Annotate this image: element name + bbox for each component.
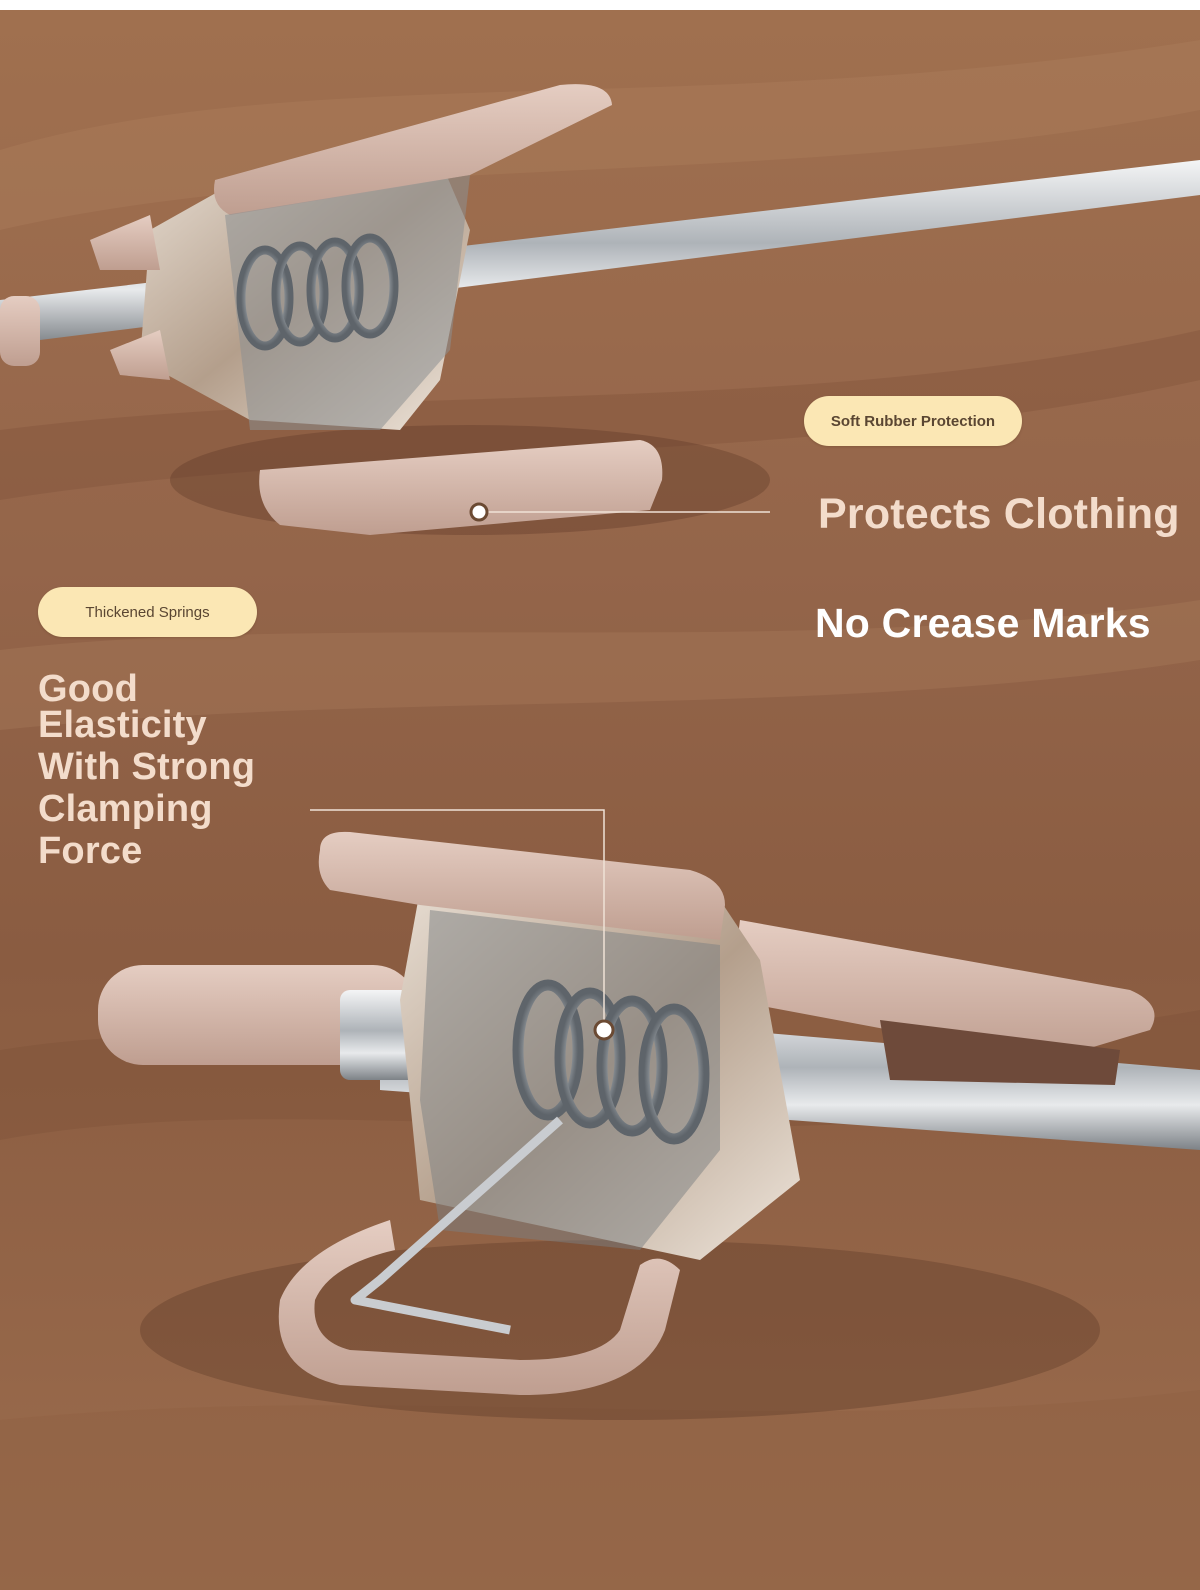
no-crease-marks-headline: No Crease Marks [815,600,1151,646]
protects-clothing-headline: Protects Clothing [818,490,1180,538]
good-elasticity-line: With Strong [38,746,256,788]
good-elasticity-headline: Good Elasticity With Strong Clamping For… [38,668,298,872]
good-elasticity-line: Clamping [38,788,213,830]
thickened-springs-label: Thickened Springs [38,587,257,637]
soft-rubber-protection-label: Soft Rubber Protection [804,396,1022,446]
good-elasticity-line: Force [38,830,143,872]
good-elasticity-line: Elasticity [38,704,207,746]
good-elasticity-line: Good [38,668,138,710]
